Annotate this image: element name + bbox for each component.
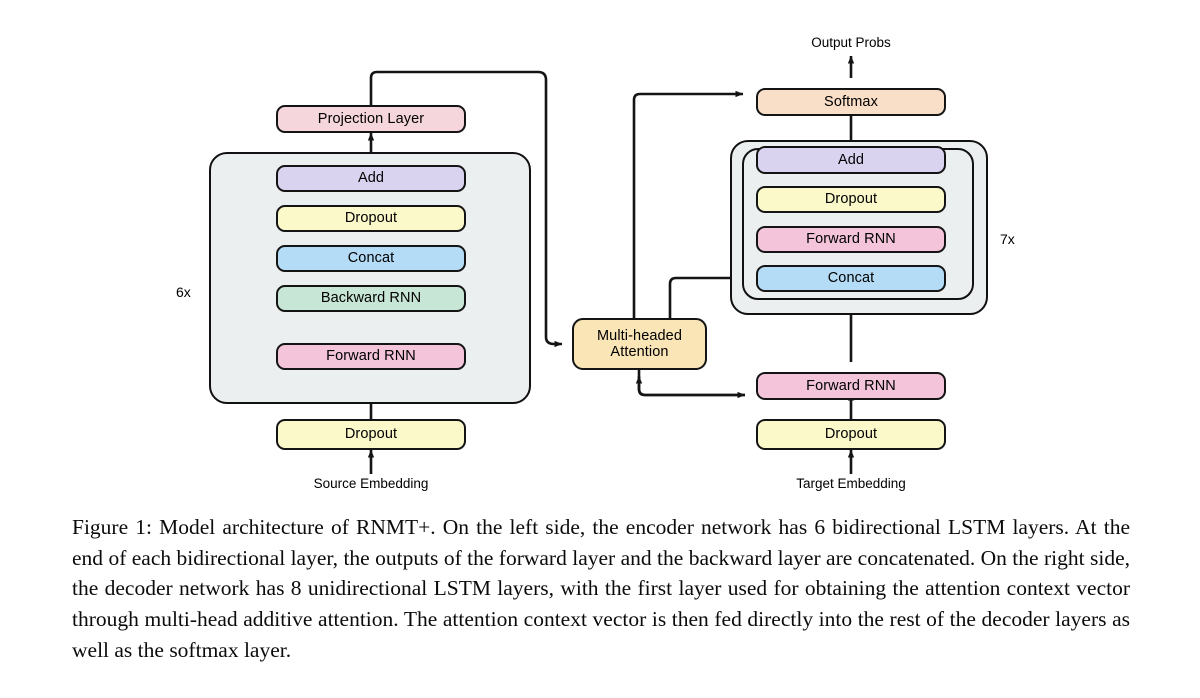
dec-forward-rnn-bottom: Forward RNN [756,372,946,400]
enc-concat: Concat [276,245,466,272]
dec-dropout-bottom-label: Dropout [824,426,878,443]
enc-forward-rnn: Forward RNN [276,343,466,370]
wire-attention-to-forward-dec [637,370,746,399]
wire-attention-to-softmax [632,90,744,318]
dec-dropout-top-label: Dropout [824,191,878,208]
decoder-repeat-label: 7x [1000,231,1015,247]
multi-headed-attention-label: Multi-headed Attention [596,327,683,360]
enc-dropout-bottom: Dropout [276,419,466,450]
output-probs-label: Output Probs [811,35,891,50]
dec-softmax: Softmax [756,88,946,116]
diagram-connector-lines [220,55,966,474]
encoder-repeat-label: 6x [176,284,191,300]
dec-add-label: Add [837,151,865,168]
target-embedding-label: Target Embedding [796,476,906,491]
enc-projection-layer: Projection Layer [276,105,466,133]
wire-attention-to-concat-dec [668,274,744,318]
dec-forward-rnn-bottom-label: Forward RNN [806,377,896,394]
source-embedding-label: Source Embedding [313,476,429,491]
dec-concat-label: Concat [827,270,875,287]
architecture-diagram: 6x Projection Layer Add Dropout Concat B… [176,35,1015,491]
dec-add: Add [756,146,946,174]
enc-dropout-top-label: Dropout [344,210,398,227]
multi-headed-attention: Multi-headed Attention [572,318,707,370]
enc-concat-label: Concat [347,250,395,267]
figure-caption: Figure 1: Model architecture of RNMT+. O… [72,515,1130,662]
enc-backward-rnn: Backward RNN [276,285,466,312]
enc-backward-rnn-label: Backward RNN [320,290,422,307]
dec-concat: Concat [756,265,946,292]
dec-forward-rnn-top: Forward RNN [756,226,946,253]
dec-dropout-top: Dropout [756,186,946,213]
wire-projection-to-attention [369,70,563,348]
enc-add: Add [276,165,466,192]
enc-projection-layer-label: Projection Layer [317,110,425,127]
wire-forward-dec-to-attention [635,375,745,397]
dec-dropout-bottom: Dropout [756,419,946,450]
enc-forward-rnn-label: Forward RNN [326,348,416,365]
enc-dropout-bottom-label: Dropout [344,426,398,443]
enc-dropout-top: Dropout [276,205,466,232]
enc-add-label: Add [357,170,385,187]
dec-softmax-label: Softmax [824,93,878,110]
dec-forward-rnn-top-label: Forward RNN [806,231,896,248]
